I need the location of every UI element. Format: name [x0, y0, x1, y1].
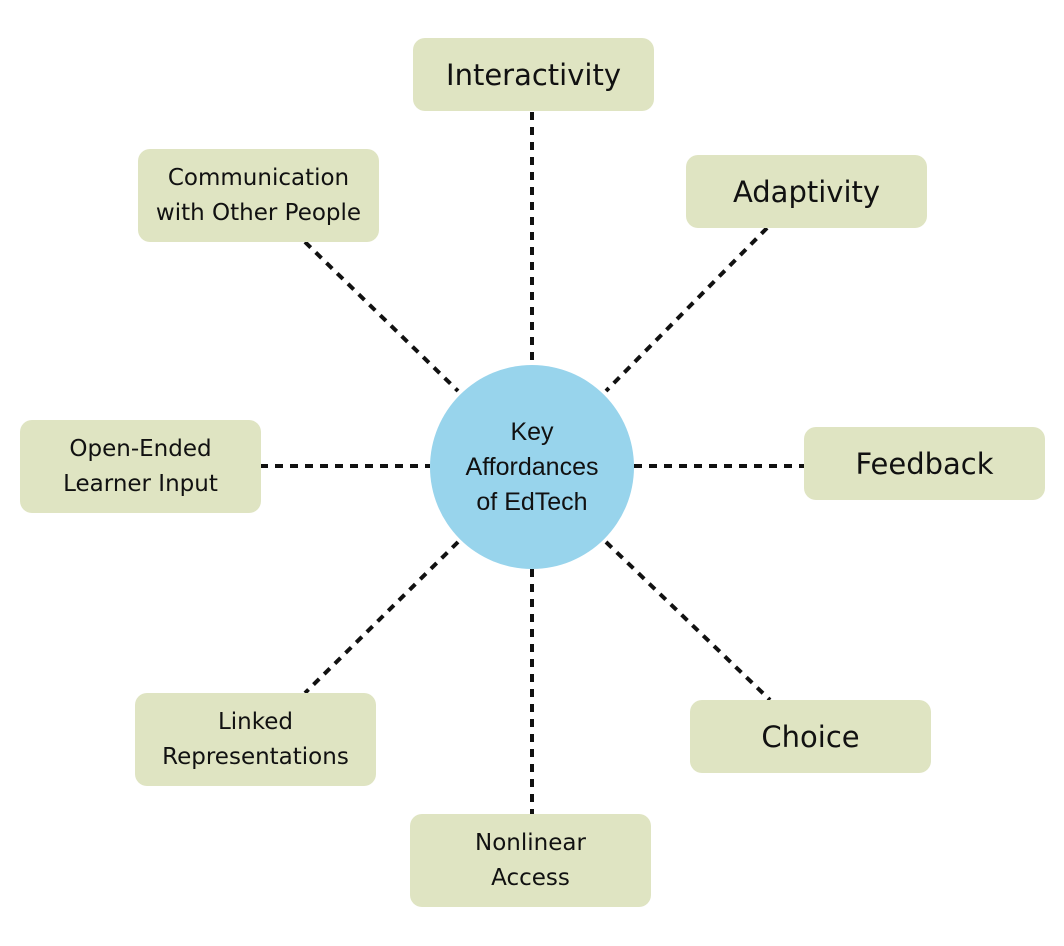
node-label: Adaptivity	[732, 174, 881, 209]
node-feedback: Feedback	[804, 427, 1045, 500]
node-label: Choice	[761, 719, 860, 754]
connector-adaptivity	[604, 226, 769, 393]
node-label: Linked Representations	[162, 708, 349, 770]
node-communication-with-other-people: Communication with Other People	[138, 149, 379, 242]
node-adaptivity: Adaptivity	[686, 155, 927, 228]
node-open-ended-learner-input: Open-Ended Learner Input	[20, 420, 261, 513]
connector-communication	[303, 240, 460, 393]
node-label: Nonlinear Access	[475, 829, 586, 891]
node-choice: Choice	[690, 700, 931, 773]
connector-linked-representations	[303, 540, 460, 695]
center-label: Key Affordances of EdTech	[465, 417, 599, 516]
node-nonlinear-access: Nonlinear Access	[410, 814, 651, 907]
node-label: Feedback	[855, 446, 994, 481]
node-label: Communication with Other People	[155, 164, 362, 226]
node-label: Open-Ended Learner Input	[63, 435, 218, 497]
node-label: Interactivity	[446, 57, 621, 92]
connector-choice	[604, 540, 772, 702]
node-linked-representations: Linked Representations	[135, 693, 376, 786]
node-interactivity: Interactivity	[413, 38, 654, 111]
center-node: Key Affordances of EdTech	[430, 365, 634, 569]
